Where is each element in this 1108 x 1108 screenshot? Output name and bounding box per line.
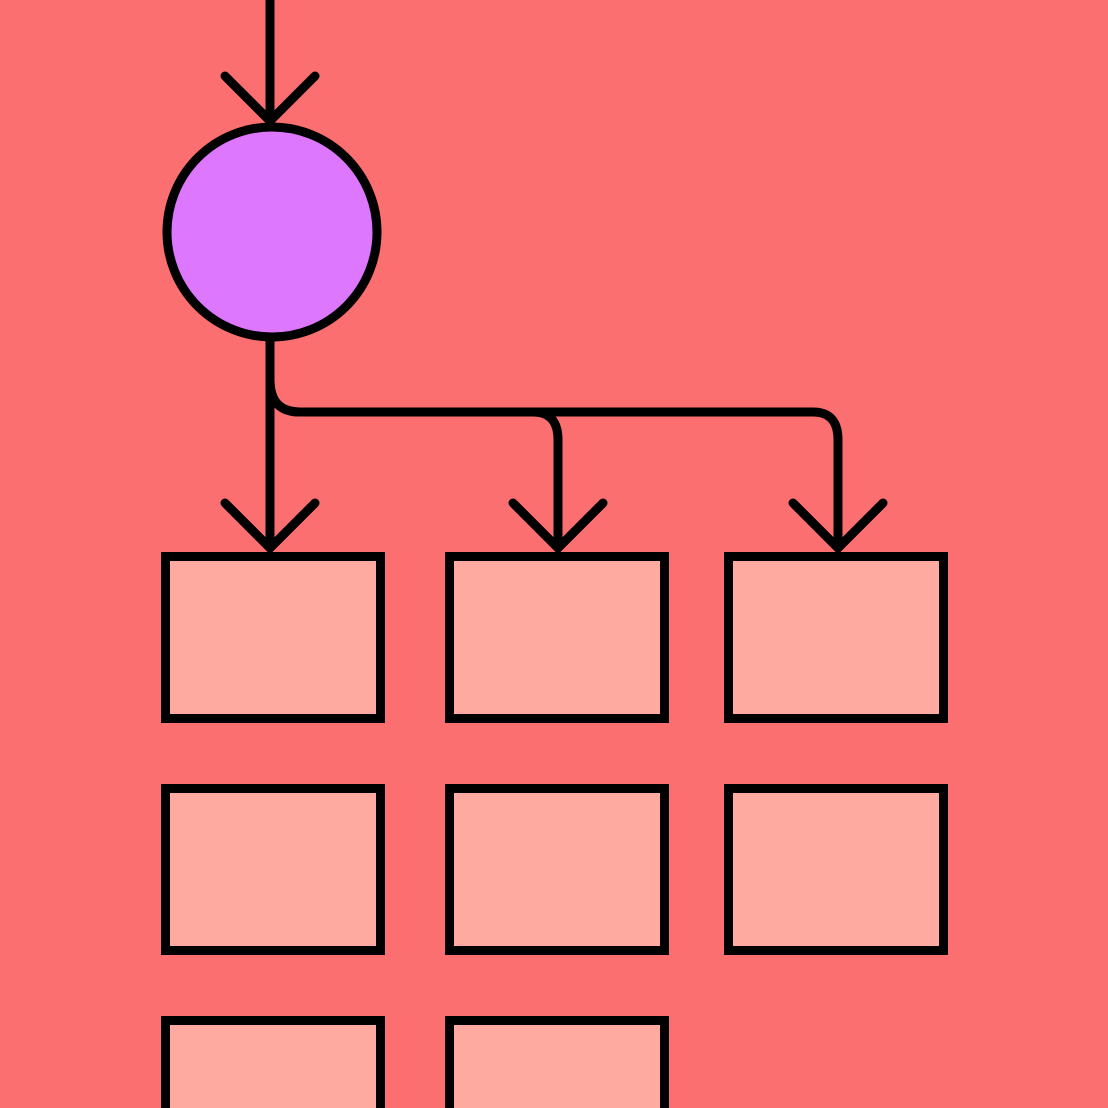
box-node-5[interactable] — [445, 784, 669, 955]
box-node-5-shape[interactable] — [445, 784, 669, 955]
box-node-2[interactable] — [445, 552, 669, 723]
box-node-6-shape[interactable] — [724, 784, 948, 955]
circle-node-shape[interactable] — [162, 122, 382, 342]
box-node-4[interactable] — [161, 784, 385, 955]
box-nodes-layer — [161, 552, 948, 1108]
box-node-7-shape[interactable] — [161, 1016, 385, 1108]
circle-to-box-3-arrowhead — [788, 498, 888, 555]
box-node-3[interactable] — [724, 552, 948, 723]
circle-node[interactable] — [162, 122, 382, 342]
box-node-8-shape[interactable] — [445, 1016, 669, 1108]
box-node-2-shape[interactable] — [445, 552, 669, 723]
box-node-8[interactable] — [445, 1016, 669, 1108]
circle-to-box-3 — [265, 375, 843, 553]
box-node-7[interactable] — [161, 1016, 385, 1108]
box-node-1-shape[interactable] — [161, 552, 385, 723]
arrowheads-layer — [220, 71, 888, 555]
inbound-edge-arrowhead — [220, 71, 320, 128]
circle-to-box-2-arrowhead — [508, 498, 608, 555]
box-node-1[interactable] — [161, 552, 385, 723]
edges-layer — [265, 0, 843, 553]
box-node-6[interactable] — [724, 784, 948, 955]
box-node-4-shape[interactable] — [161, 784, 385, 955]
box-node-3-shape[interactable] — [724, 552, 948, 723]
circle-to-box-1-arrowhead — [220, 498, 320, 555]
circle-node-layer — [162, 122, 382, 342]
